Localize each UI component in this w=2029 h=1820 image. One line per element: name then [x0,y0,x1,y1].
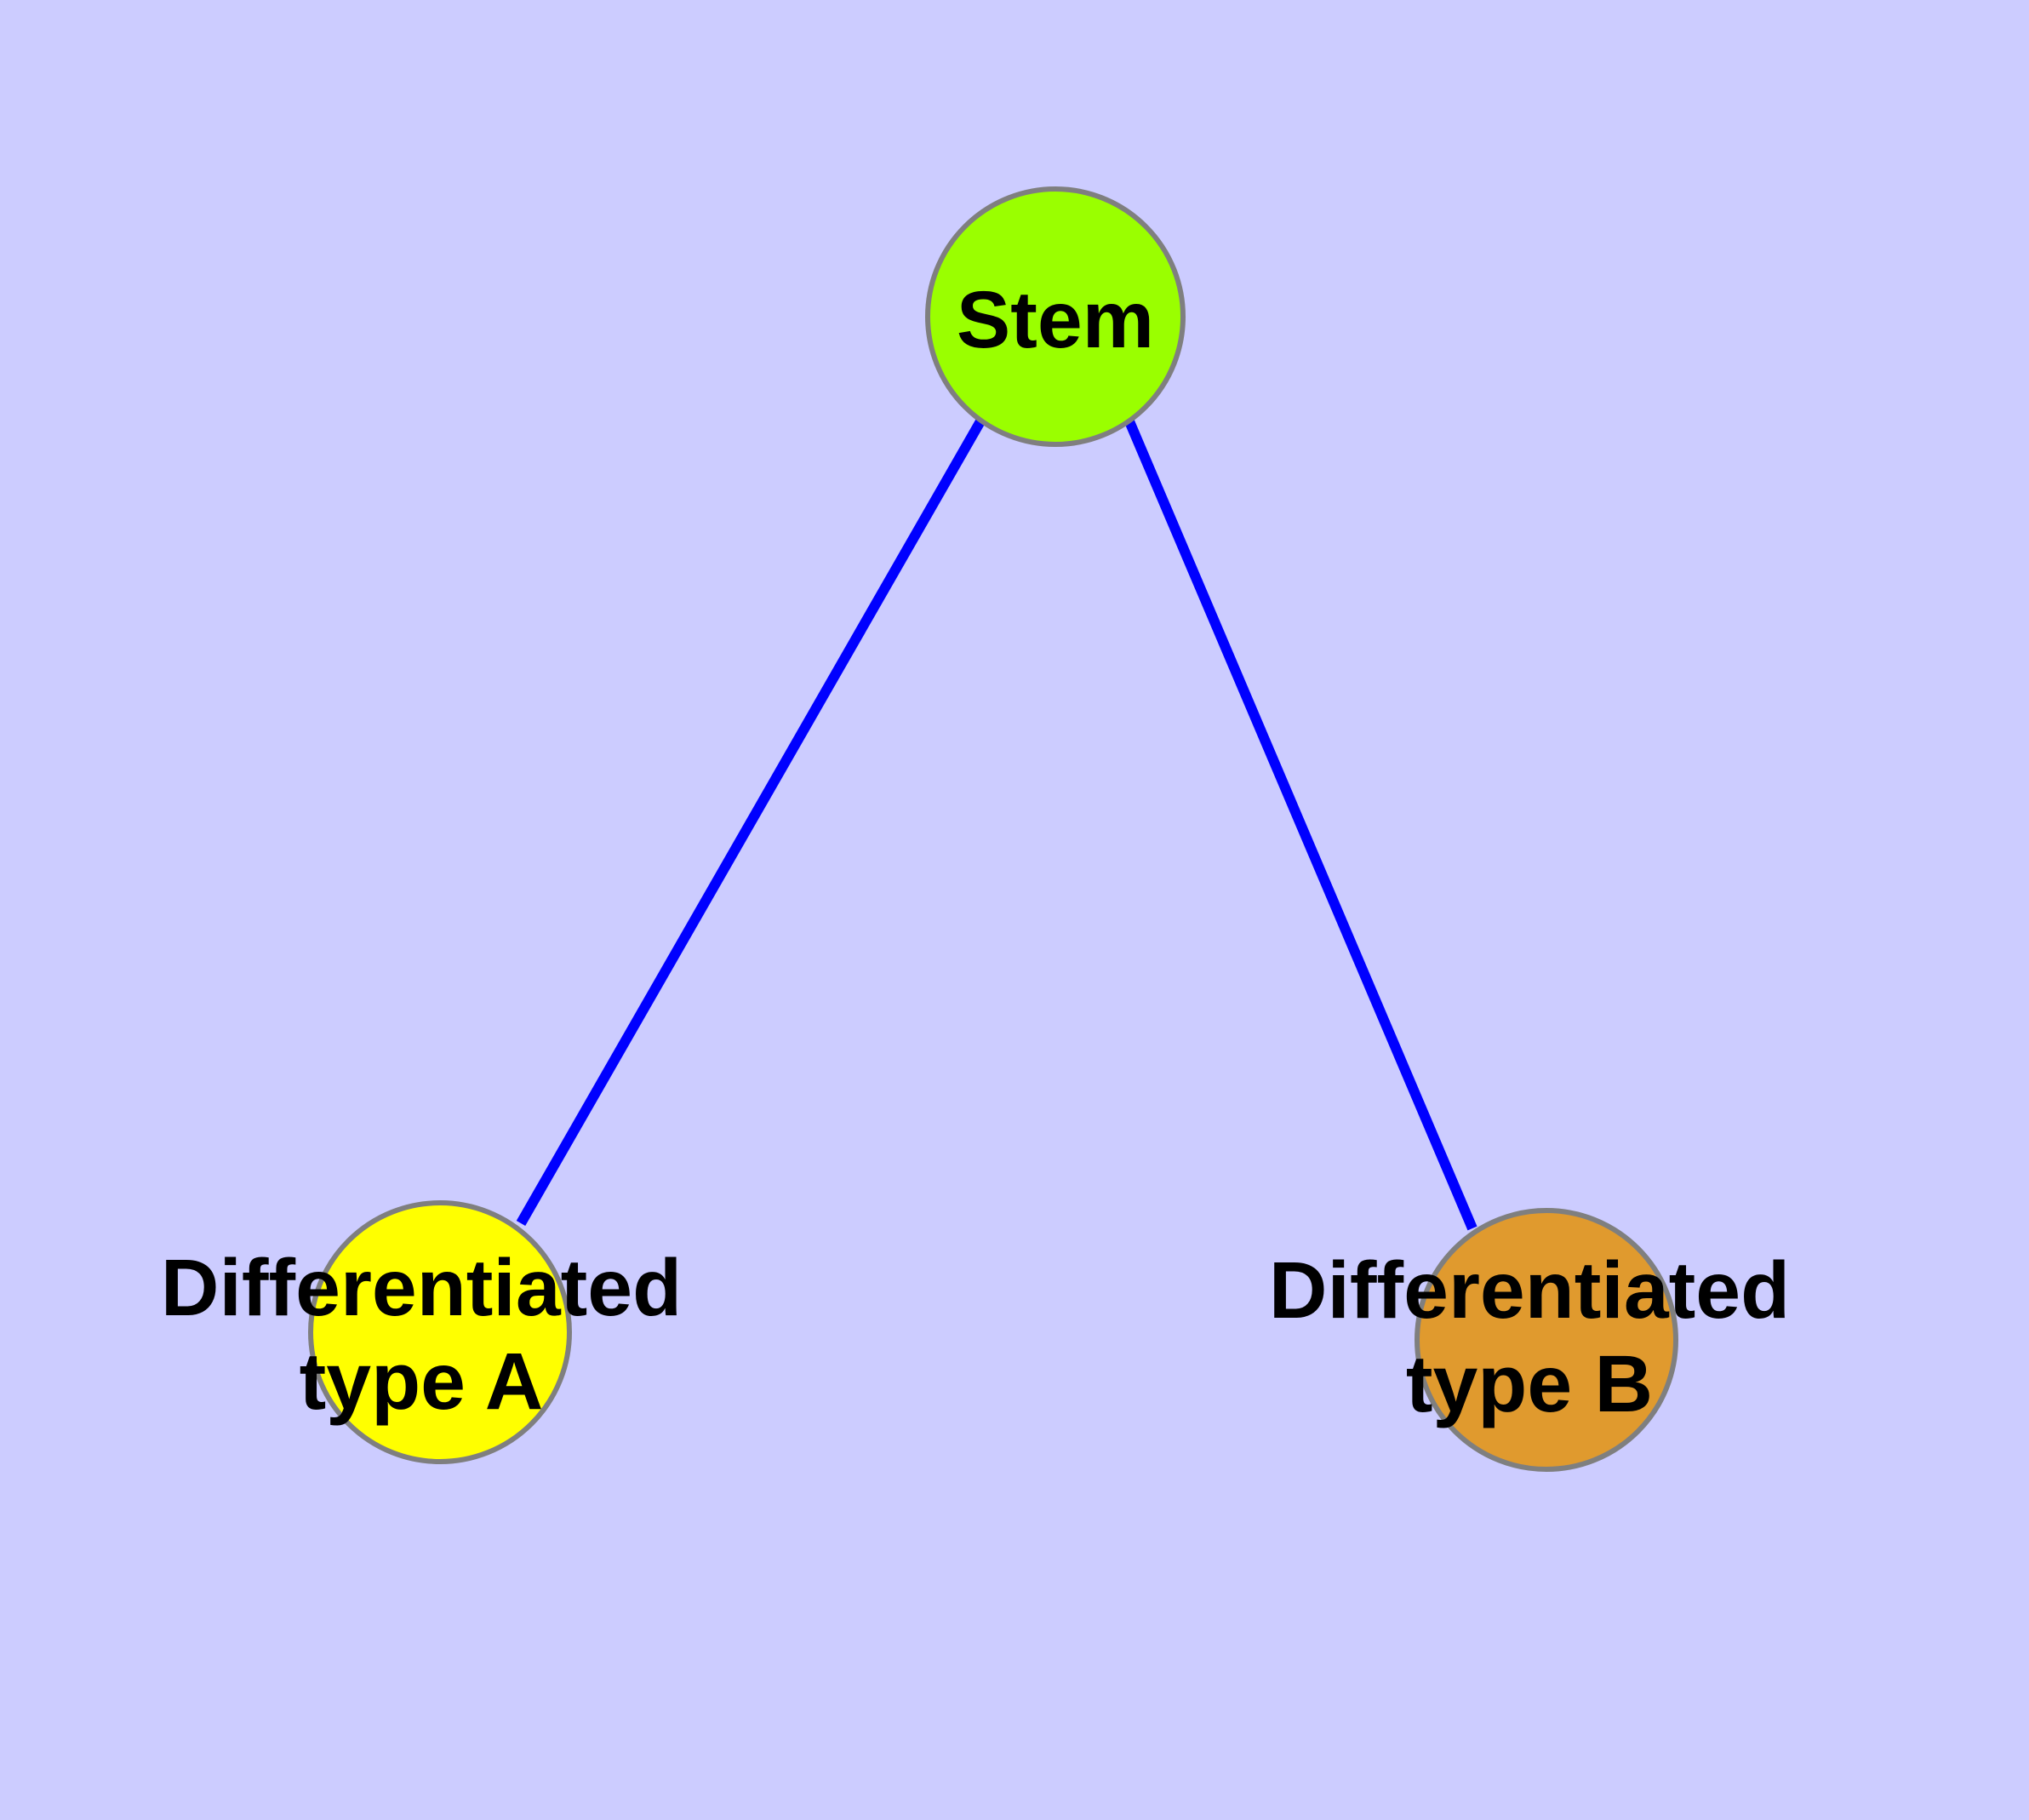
node-differentiated-type-a[interactable]: Differentiated type A [161,1200,682,1464]
node-differentiated-type-b-label-line2: type B [1406,1339,1653,1429]
edges-layer [516,419,1477,1231]
node-differentiated-type-a-label-line2: type A [300,1336,544,1427]
node-differentiated-type-b-circle[interactable] [1415,1208,1678,1472]
node-differentiated-type-b-label-line1: Differentiated [1269,1245,1790,1336]
node-differentiated-type-b[interactable]: Differentiated type B [1269,1208,1790,1472]
nodes-layer: Stem Differentiated type A Differentiate… [161,186,1790,1472]
node-differentiated-type-a-label-line1: Differentiated [161,1243,682,1333]
node-stem-label: Stem [957,275,1154,365]
edge-stem-to-differentiated-type-b[interactable] [1124,419,1477,1231]
node-stem[interactable]: Stem [925,186,1186,447]
node-differentiated-type-a-circle[interactable] [308,1200,572,1464]
edge-stem-to-differentiated-type-a[interactable] [516,419,986,1226]
node-stem-circle[interactable] [925,186,1186,447]
